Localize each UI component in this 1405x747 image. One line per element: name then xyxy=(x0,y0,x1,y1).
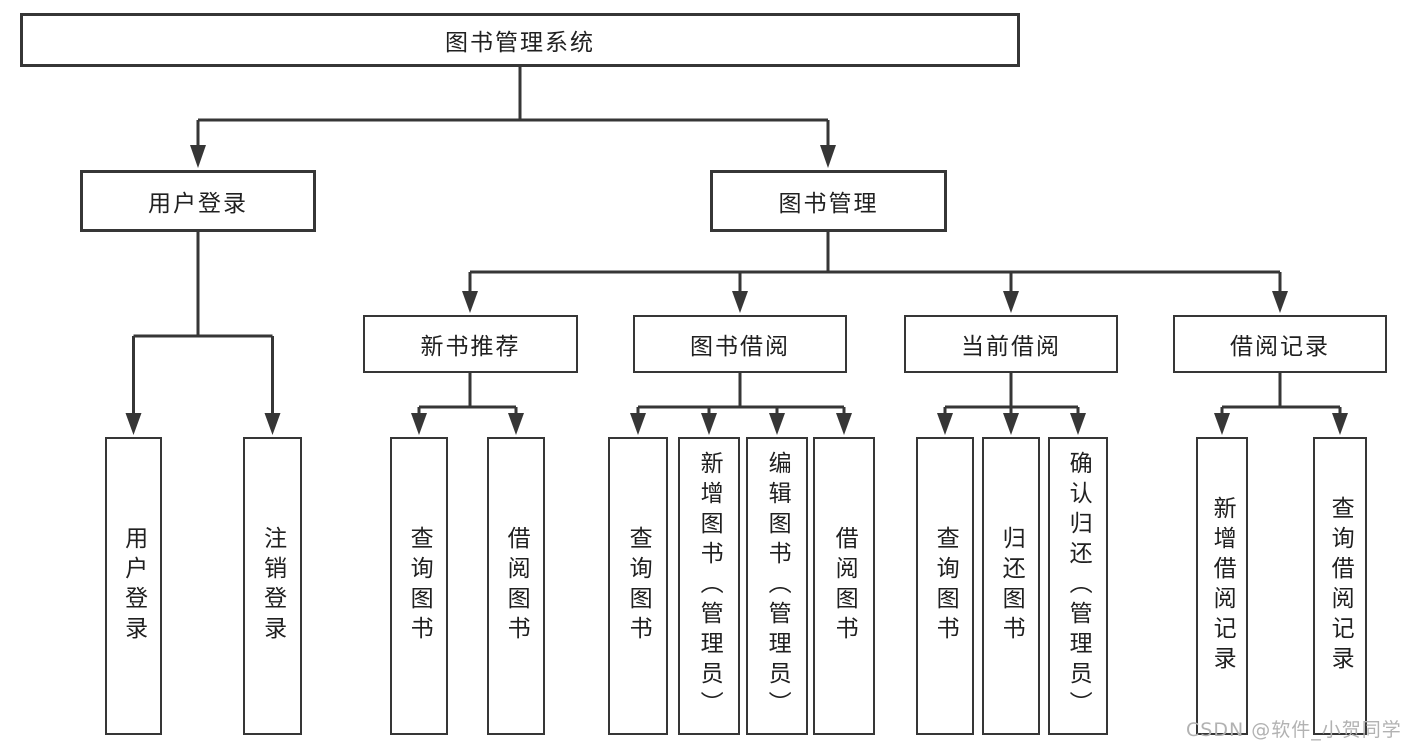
node-label: 图书管理系统 xyxy=(445,30,595,56)
csdn-watermark: CSDN @软件_小贺同学 xyxy=(1186,719,1402,741)
node-book-management-module: 图书管理 xyxy=(710,170,947,232)
node-new-book-recommend: 新书推荐 xyxy=(363,315,578,373)
leaf-query-books-current: 查询图书 xyxy=(916,437,974,735)
leaf-query-books-recommend: 查询图书 xyxy=(390,437,448,735)
leaf-add-books-admin: 新增图书（管理员） xyxy=(678,437,740,735)
node-label: 新增图书（管理员） xyxy=(696,451,723,721)
node-label: 用户登录 xyxy=(148,191,248,217)
node-label: 借阅图书 xyxy=(831,526,858,646)
leaf-borrow-books: 借阅图书 xyxy=(813,437,875,735)
leaf-edit-books-admin: 编辑图书（管理员） xyxy=(746,437,808,735)
node-label: 查询借阅记录 xyxy=(1327,496,1354,676)
node-label: 新增借阅记录 xyxy=(1209,496,1236,676)
leaf-query-books-borrowing: 查询图书 xyxy=(608,437,668,735)
node-label: 查询图书 xyxy=(406,526,433,646)
leaf-user-login: 用户登录 xyxy=(105,437,162,735)
arrowhead-icons xyxy=(125,145,1348,435)
node-label: 当前借阅 xyxy=(961,334,1061,360)
node-root-library-system: 图书管理系统 xyxy=(20,13,1020,67)
node-label: 借阅图书 xyxy=(503,526,530,646)
node-label: 编辑图书（管理员） xyxy=(764,451,791,721)
node-label: 确认归还（管理员） xyxy=(1065,451,1092,721)
node-user-login-module: 用户登录 xyxy=(80,170,316,232)
node-label: 查询图书 xyxy=(625,526,652,646)
leaf-logout: 注销登录 xyxy=(243,437,302,735)
node-label: 图书借阅 xyxy=(690,334,790,360)
node-current-borrowing: 当前借阅 xyxy=(904,315,1118,373)
node-label: 图书管理 xyxy=(778,191,879,217)
node-borrowing-records: 借阅记录 xyxy=(1173,315,1387,373)
leaf-confirm-return-admin: 确认归还（管理员） xyxy=(1048,437,1108,735)
node-label: 查询图书 xyxy=(932,526,959,646)
leaf-query-borrow-record: 查询借阅记录 xyxy=(1313,437,1367,735)
leaf-return-books: 归还图书 xyxy=(982,437,1040,735)
node-label: 借阅记录 xyxy=(1230,334,1330,360)
node-label: 用户登录 xyxy=(120,526,147,646)
leaf-add-borrow-record: 新增借阅记录 xyxy=(1196,437,1248,735)
node-label: 注销登录 xyxy=(259,526,286,646)
node-label: 归还图书 xyxy=(998,526,1025,646)
node-book-borrowing: 图书借阅 xyxy=(633,315,847,373)
node-label: 新书推荐 xyxy=(420,334,521,360)
leaf-borrow-books-recommend: 借阅图书 xyxy=(487,437,545,735)
